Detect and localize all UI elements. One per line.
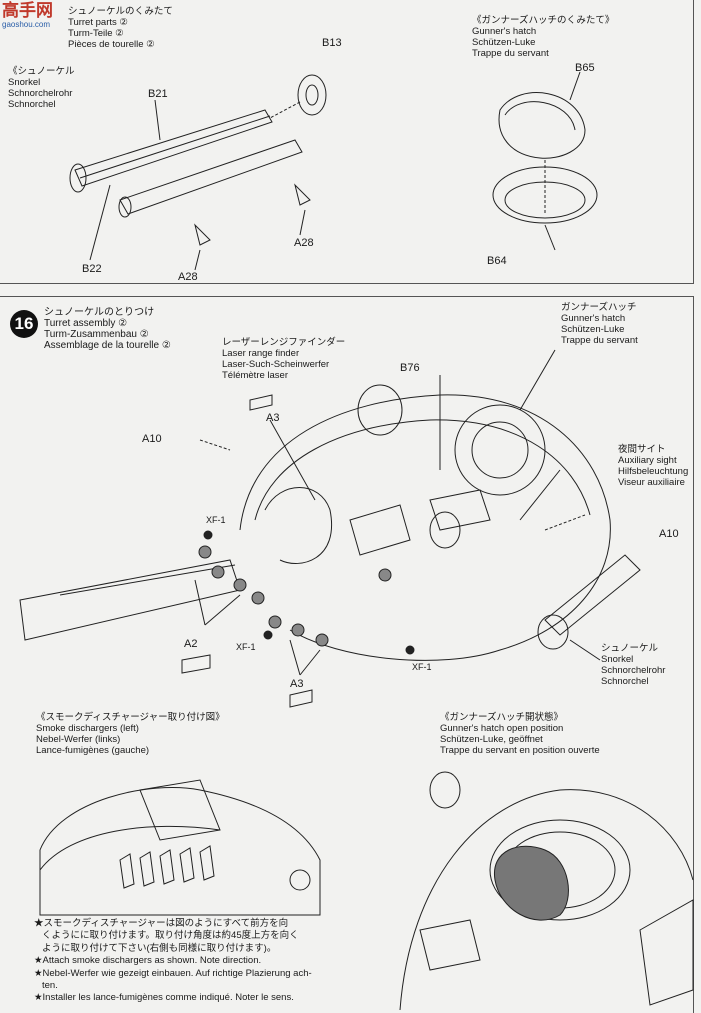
note-line: ten. (42, 980, 58, 992)
label-fr: Télémètre laser (222, 370, 288, 381)
part-a28-left: A28 (178, 271, 198, 283)
heading-fr: Trappe du servant (472, 48, 549, 59)
heading-fr: Pièces de tourelle ② (68, 39, 155, 50)
turret-parts-heading: シュノーケルのくみたて Turret parts ② Turm-Teile ② … (68, 6, 173, 50)
heading-ja: 《スモークディスチャージャー取り付け図》 (36, 712, 225, 723)
note-line: ★Nebel-Werfer wie gezeigt einbauen. Auf … (34, 967, 312, 979)
step16-heading: シュノーケルのとりつけ Turret assembly ② Turm-Zusam… (44, 307, 171, 351)
heading-de: Turm-Teile ② (68, 28, 124, 39)
heading-de: Turm-Zusammenbau ② (44, 329, 149, 340)
heading-ja: 《ガンナーズハッチ開状態》 (440, 712, 564, 723)
part-b21: B21 (148, 88, 168, 100)
label-en: Laser range finder (222, 348, 300, 359)
watermark-sub: gaoshou.com (2, 20, 51, 29)
part-a3-top: A3 (266, 412, 280, 424)
part-xf1-top: XF-1 (206, 515, 226, 525)
heading-en: Gunner's hatch open position (440, 723, 564, 734)
part-a3-bottom: A3 (290, 678, 304, 690)
part-b76: B76 (400, 362, 420, 374)
heading-ja: 《ガンナーズハッチのくみたて》 (472, 15, 615, 26)
watermark-text: 高手网 (2, 1, 53, 20)
part-b64: B64 (487, 255, 507, 267)
part-b13: B13 (322, 37, 342, 49)
snorkel-heading: 《シュノーケル Snorkel Schnorchelrohr Schnorche… (8, 66, 75, 110)
part-xf1-mid: XF-1 (236, 642, 256, 652)
heading-en: Gunner's hatch (472, 26, 537, 37)
gunner-hatch-label: ガンナーズハッチ Gunner's hatch Schützen-Luke Tr… (561, 302, 638, 346)
open-hatch-detail (399, 771, 694, 1011)
aux-sight-label: 夜間サイト Auxiliary sight Hilfsbeleuchtung V… (618, 444, 688, 488)
turret-drawing (19, 349, 641, 661)
smoke-discharger-detail (39, 779, 321, 916)
label-ja: レーザーレンジファインダー (222, 337, 346, 348)
discharger-cups (198, 530, 415, 655)
heading-fr: Assemblage de la tourelle ② (44, 340, 171, 351)
heading-fr: Trappe du servant en position ouverte (440, 745, 600, 756)
label-en: Gunner's hatch (561, 313, 626, 324)
heading-de: Schützen-Luke (472, 37, 536, 48)
heading-en: Turret assembly ② (44, 318, 128, 329)
label-de: Hilfsbeleuchtung (618, 466, 689, 477)
snorkel-label: シュノーケル Snorkel Schnorchelrohr Schnorchel (601, 643, 665, 687)
laser-label: レーザーレンジファインダー Laser range finder Laser-S… (222, 337, 345, 381)
label-de: Schnorchelrohr (601, 665, 666, 676)
note-line: ★Attach smoke dischargers as shown. Note… (34, 955, 262, 967)
label-ja: シュノーケル (601, 643, 659, 654)
label-ja: ガンナーズハッチ (561, 302, 637, 313)
hatch-open-heading: 《ガンナーズハッチ開状態》 Gunner's hatch open positi… (440, 712, 600, 756)
gunner-hatch-drawing (492, 71, 598, 251)
heading-ja: 《シュノーケル (8, 66, 75, 77)
part-a10-left: A10 (142, 433, 162, 445)
label-fr: Viseur auxiliaire (618, 477, 685, 488)
step16-panel (0, 296, 694, 1013)
heading-en: Snorkel (8, 77, 41, 88)
label-ja: 夜間サイト (618, 444, 666, 455)
part-a28-right: A28 (294, 237, 314, 249)
part-a10-right: A10 (659, 528, 679, 540)
snorkel-parts-drawing (69, 74, 327, 271)
label-de: Schützen-Luke (561, 324, 625, 335)
heading-fr: Lance-fumigènes (gauche) (36, 745, 150, 756)
heading-de: Schützen-Luke, geöffnet (440, 734, 543, 745)
top-panel (0, 0, 694, 284)
heading-de: Schnorchelrohr (8, 88, 73, 99)
heading-de: Nebel-Werfer (links) (36, 734, 121, 745)
note-line: ★スモークディスチャージャーは図のようにすべて前方を向 (34, 918, 289, 929)
part-xf1-right: XF-1 (412, 662, 432, 672)
note-line: ように取り付けて下さい(右側も同様に取り付けます)。 (42, 942, 277, 954)
label-en: Auxiliary sight (618, 455, 677, 466)
smoke-discharger-heading: 《スモークディスチャージャー取り付け図》 Smoke dischargers (… (36, 712, 225, 756)
label-fr: Schnorchel (601, 676, 649, 687)
heading-fr: Schnorchel (8, 99, 56, 110)
label-fr: Trappe du servant (561, 335, 638, 346)
note-line: ★Installer les lance-fumigènes comme ind… (34, 992, 294, 1004)
gunner-hatch-heading: 《ガンナーズハッチのくみたて》 Gunner's hatch Schützen-… (472, 15, 614, 59)
heading-en: Smoke dischargers (left) (36, 723, 139, 734)
heading-en: Turret parts ② (68, 17, 128, 28)
heading-ja: シュノーケルのとりつけ (44, 307, 155, 318)
step-number: 16 (10, 310, 38, 338)
heading-ja: シュノーケルのくみたて (68, 6, 173, 17)
watermark-logo: 高手网 gaoshou.com (2, 2, 66, 36)
assembly-notes: ★スモークディスチャージャーは図のようにすべて前方を向 くようにに取り付けます。… (34, 918, 312, 1005)
small-parts (181, 394, 321, 708)
part-b22: B22 (82, 263, 102, 275)
part-b65: B65 (575, 62, 595, 74)
part-a2: A2 (184, 638, 198, 650)
label-en: Snorkel (601, 654, 634, 665)
note-line: くようにに取り付けます。取り付け角度は約45度上方を向く (42, 930, 299, 942)
label-de: Laser-Such-Scheinwerfer (222, 359, 330, 370)
